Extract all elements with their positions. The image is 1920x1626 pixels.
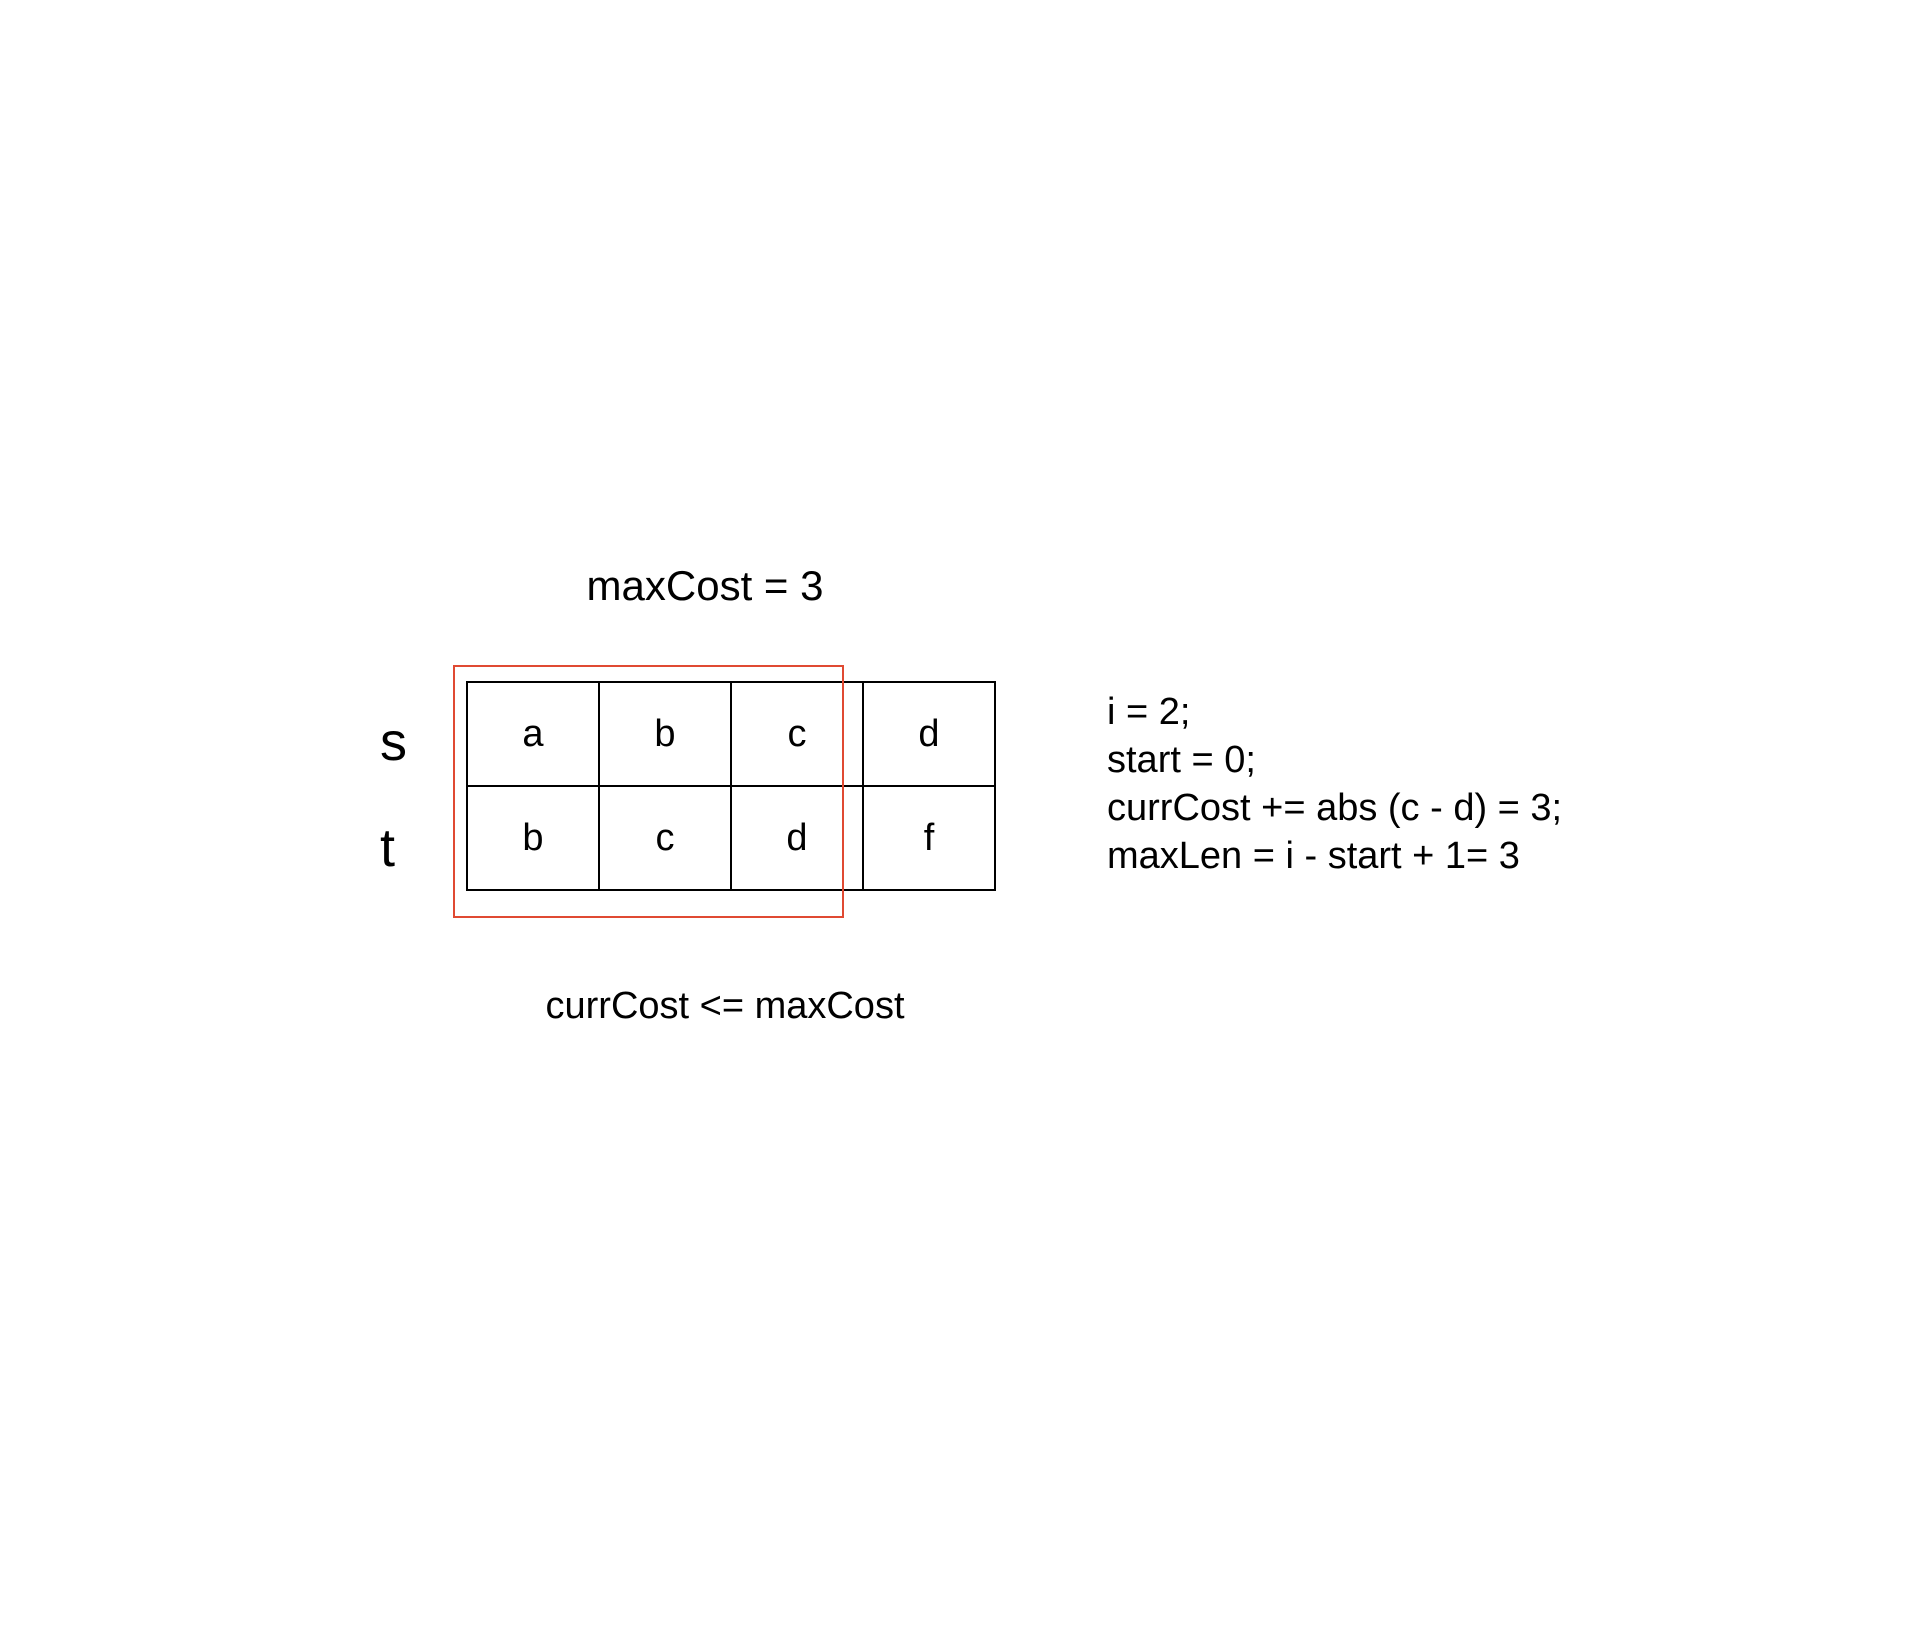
grid-cell-t-0: b <box>468 787 600 891</box>
row-label-t: t <box>380 818 396 878</box>
grid-cell-s-3: d <box>864 683 996 787</box>
grid-cell-t-2: d <box>732 787 864 891</box>
state-line-maxlen: maxLen = i - start + 1= 3 <box>1107 835 1520 877</box>
sliding-window-highlight <box>453 665 844 918</box>
state-line-start: start = 0; <box>1107 739 1256 781</box>
grid-cell-s-2: c <box>732 683 864 787</box>
grid-cell-t-1: c <box>600 787 732 891</box>
max-cost-label: maxCost = 3 <box>586 562 824 609</box>
string-grid: a b c d b c d f <box>466 681 996 891</box>
condition-label: currCost <= maxCost <box>545 985 905 1027</box>
row-label-s: s <box>380 712 407 772</box>
state-line-i: i = 2; <box>1107 691 1191 733</box>
grid-cell-t-3: f <box>864 787 996 891</box>
grid-cell-s-1: b <box>600 683 732 787</box>
state-panel: i = 2; start = 0; currCost += abs (c - d… <box>1107 688 1562 880</box>
grid-cell-s-0: a <box>468 683 600 787</box>
state-line-currcost: currCost += abs (c - d) = 3; <box>1107 787 1563 829</box>
